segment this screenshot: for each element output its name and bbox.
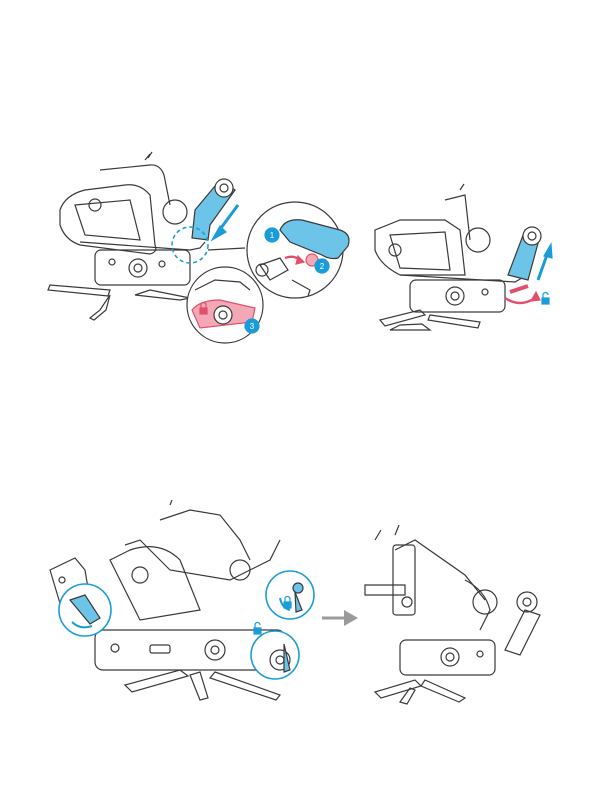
gimbal-arms xyxy=(375,184,522,282)
roll-arm-highlight xyxy=(192,179,235,240)
zoom-callout-left xyxy=(59,584,111,636)
unlock-icon xyxy=(254,623,261,635)
gimbal-arms xyxy=(365,525,540,655)
gimbal-unfold-step-figure xyxy=(360,180,560,340)
gimbal-handle xyxy=(410,280,505,312)
rotate-arrow-icon xyxy=(505,286,540,303)
step-marker-2: 2 xyxy=(315,259,329,273)
gimbal-unfolded-figure xyxy=(355,520,565,710)
tripod xyxy=(48,285,190,320)
tripod xyxy=(375,680,465,704)
step-marker-1: 1 xyxy=(265,228,279,242)
step-number-2: 2 xyxy=(320,262,325,271)
tripod xyxy=(125,670,280,700)
gimbal-lock-axes-figure xyxy=(40,500,340,710)
zoom-callout-bottom-right xyxy=(251,631,299,679)
step-number-1: 1 xyxy=(270,231,275,240)
step-marker-3: 3 xyxy=(245,319,259,333)
tripod xyxy=(380,310,480,330)
gimbal-handle xyxy=(400,640,495,675)
gimbal-fold-step-figure: 1 2 3 xyxy=(40,150,360,350)
right-arrow-icon xyxy=(322,608,358,628)
step-number-3: 3 xyxy=(250,322,255,331)
unlock-icon xyxy=(542,293,549,305)
zoom-callout-top-right xyxy=(266,571,314,619)
zoom-callout-lock xyxy=(247,202,349,298)
gimbal-arms xyxy=(60,152,205,254)
unfold-direction-arrow xyxy=(538,244,552,280)
roll-arm-highlight xyxy=(508,227,541,280)
